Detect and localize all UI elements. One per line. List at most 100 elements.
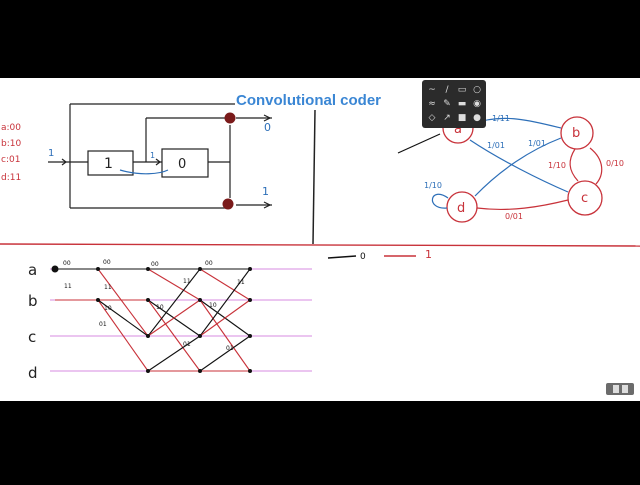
edge-b-c-right (589, 147, 603, 185)
trellis-branch-label: 10 (104, 305, 112, 312)
vertical-divider (312, 109, 316, 245)
trellis-node (198, 298, 202, 302)
trellis-branch (97, 299, 149, 372)
trellis-branch (147, 299, 201, 337)
edge-label-1: 1/11 (492, 114, 510, 123)
trellis-branch-label: 01 (226, 345, 234, 352)
state-node-b (560, 116, 594, 150)
edge-d-self (431, 193, 449, 209)
trellis-node (198, 334, 202, 338)
output-top-bit: 0 (264, 121, 271, 134)
edge-b-d (474, 137, 562, 197)
trellis-branch-label: 00 (151, 261, 159, 268)
trellis-node (248, 369, 252, 373)
legend-state-a: a:00 (1, 123, 21, 133)
whiteboard-canvas (0, 78, 640, 401)
trellis-branch (199, 299, 251, 337)
trellis-row-label-b: b (28, 292, 38, 310)
state-b-letter: b (572, 126, 580, 141)
trellis-row-label-c: c (28, 328, 36, 346)
trellis-node (146, 267, 150, 271)
eraser-tool-icon[interactable]: ◇ (428, 113, 436, 123)
trellis-branch (147, 268, 201, 337)
trellis-node (146, 369, 150, 373)
trellis-node (248, 298, 252, 302)
state-a-letter: a (454, 122, 462, 137)
drawing-toolbar: ~ / ▭ ○ ≈ ✎ ▬ ◉ ◇ ↗ ■ ● (422, 80, 486, 128)
filled-rectangle-tool-icon[interactable]: ▬ (457, 99, 467, 109)
encoder-circuit (48, 103, 272, 209)
trellis-branch-label: 11 (183, 278, 191, 285)
trellis-node (146, 298, 150, 302)
trellis-branch (199, 299, 251, 372)
legend-one-label: 1 (425, 248, 432, 261)
legend-zero-label: 0 (360, 252, 366, 262)
state-c-letter: c (581, 191, 588, 206)
start-arrow (397, 133, 441, 154)
trellis-row-label-d: d (28, 364, 38, 382)
legend-state-d: d:11 (1, 173, 21, 183)
trellis-branch (97, 268, 149, 337)
bottom-xor-adder (222, 198, 234, 210)
top-xor-adder (224, 112, 236, 124)
trellis-branch (199, 335, 251, 372)
bottom-letterbox (0, 401, 640, 480)
trellis-branch-label: 10 (209, 302, 217, 309)
trellis-branch-label: 10 (156, 304, 164, 311)
trellis-node (248, 334, 252, 338)
legend-state-c: c:01 (1, 155, 20, 165)
pause-bar-right-icon (622, 385, 628, 393)
trellis-row-labels: a b c d (28, 261, 38, 382)
trellis-branch (147, 268, 201, 301)
edge-d-c (476, 199, 569, 210)
encoder-input-label: 1 (48, 148, 54, 159)
edge-label-5: 0/10 (606, 159, 624, 168)
state-d-letter: d (457, 201, 465, 216)
edge-c-b (569, 148, 579, 182)
filled-circle-tool-icon[interactable]: ◉ (473, 99, 481, 109)
page-title: Convolutional coder (236, 92, 382, 109)
register-small-label: 1 (150, 151, 155, 160)
trellis-node (248, 267, 252, 271)
trellis-branch-label: 00 (103, 259, 111, 266)
solid-rect-tool-icon[interactable]: ■ (457, 113, 467, 123)
highlighter-tool-icon[interactable]: ≈ (428, 99, 436, 109)
edge-label-7: 0/01 (505, 212, 523, 221)
trellis-branch (199, 268, 251, 301)
state-legend: a:00 b:10 c:01 d:11 (1, 123, 21, 183)
trellis-branch-label: 11 (64, 283, 72, 290)
trellis-branch (97, 299, 149, 337)
arrow-tool-icon[interactable]: ↗ (443, 113, 451, 123)
trellis-node (96, 298, 100, 302)
legend-zero-line (327, 255, 357, 259)
trellis-node (198, 369, 202, 373)
trellis-branch (147, 335, 201, 372)
pause-bar-left-icon (613, 385, 619, 393)
trellis-node (96, 267, 100, 271)
pencil-tool-icon[interactable]: ✎ (443, 99, 451, 109)
edge-label-2: 1/01 (487, 141, 505, 150)
trellis-branch (147, 299, 201, 372)
register-1-value: 1 (104, 156, 113, 172)
legend-state-b: b:10 (1, 139, 21, 149)
dot-tool-icon[interactable]: ● (473, 113, 481, 123)
register-2-value: 0 (178, 157, 186, 172)
trellis-branch-label: 01 (99, 321, 107, 328)
branch-legend: 0 1 (327, 248, 432, 262)
play-pause-control[interactable] (606, 383, 634, 395)
register-shift-arrow (119, 169, 169, 175)
rectangle-tool-icon[interactable]: ▭ (457, 85, 467, 95)
trellis-branch-label: 01 (183, 341, 191, 348)
output-bottom-bit: 1 (262, 185, 269, 198)
edge-label-4: 1/10 (548, 161, 566, 170)
trellis-branch (199, 268, 251, 337)
line-tool-icon[interactable]: / (445, 85, 449, 95)
edge-label-3: 1/01 (528, 139, 546, 148)
top-letterbox (0, 0, 640, 78)
circle-tool-icon[interactable]: ○ (473, 85, 481, 95)
trellis-branch-label: 00 (63, 260, 71, 267)
pen-tool-icon[interactable]: ~ (428, 85, 436, 95)
